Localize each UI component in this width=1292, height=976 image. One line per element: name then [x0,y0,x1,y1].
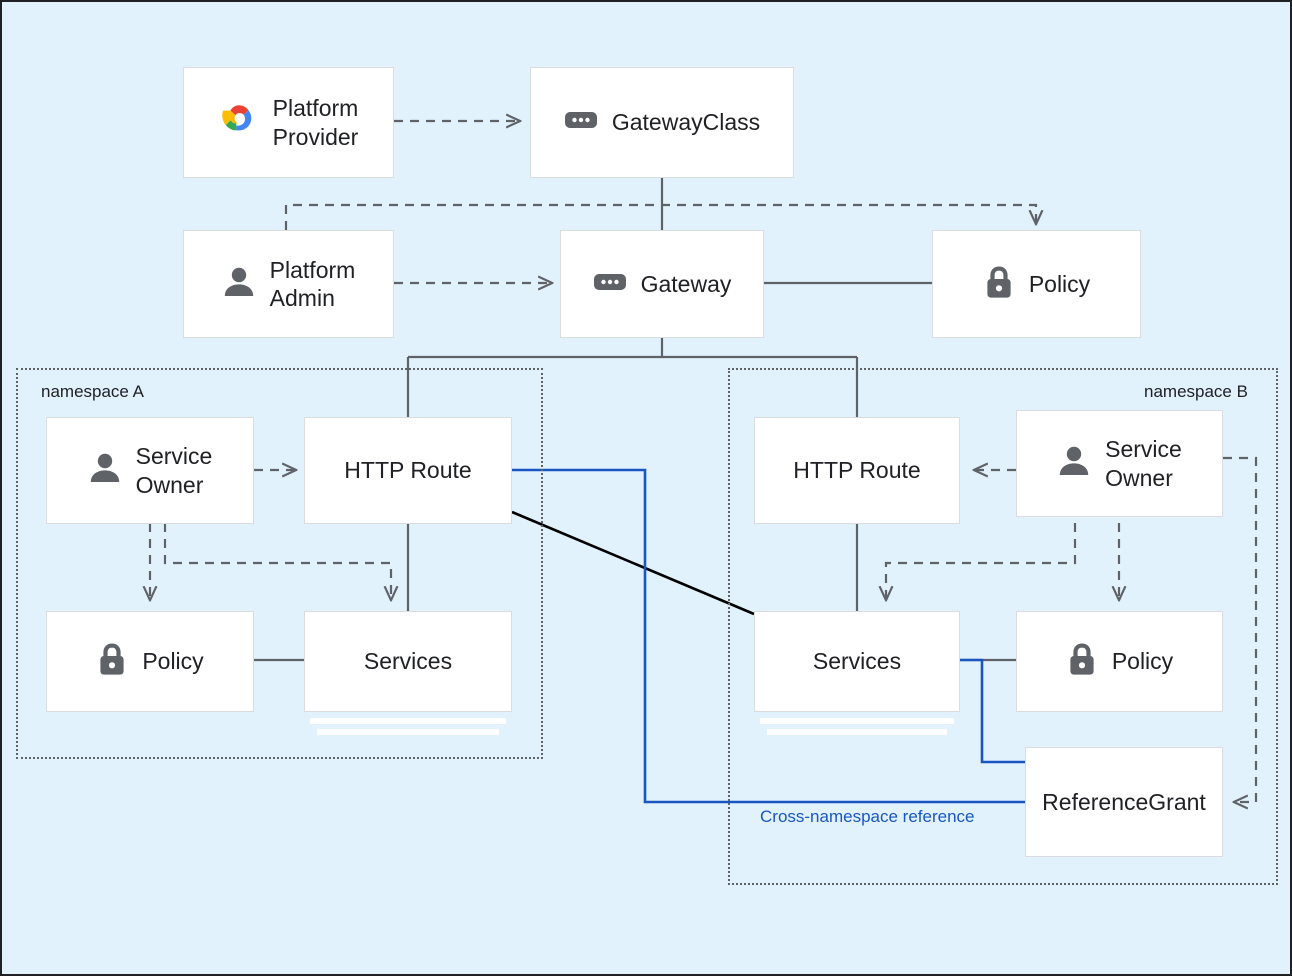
services-a-stack-layer-2 [317,729,499,735]
services-b-stack-layer-1 [760,718,954,724]
node-gateway-label: Gateway [640,270,732,297]
node-policy-top-label: Policy [1028,270,1091,297]
services-a-stack-layer-1 [310,718,506,724]
node-platform-admin-label: Platform Admin [269,256,356,311]
node-policy-b[interactable]: Policy [1016,611,1223,712]
edge-xref-route-a-to-referencegrant [512,468,1025,804]
node-policy-a[interactable]: Policy [46,611,254,712]
namespace-a-boundary [16,368,543,759]
node-http-route-a[interactable]: HTTP Route [304,417,512,524]
node-http-route-b[interactable]: HTTP Route [754,417,960,524]
namespace-a-label: namespace A [41,382,145,401]
node-gateway[interactable]: Gateway [560,230,764,338]
gateway-chip-icon [593,270,627,299]
google-cloud-icon [219,103,259,142]
node-platform-admin[interactable]: Platform Admin [183,230,394,338]
node-policy-b-label: Policy [1111,648,1174,675]
node-gateway-class[interactable]: GatewayClass [530,67,794,178]
person-icon [88,451,122,490]
person-icon [1057,444,1091,483]
edge-admin-to-policy [284,203,1036,230]
namespace-b-boundary [728,368,1278,885]
node-http-route-a-label: HTTP Route [344,457,472,484]
node-policy-top[interactable]: Policy [932,230,1141,338]
edge-owner-b-to-services-b [886,523,1077,600]
node-services-a-label: Services [363,648,453,675]
services-b-stack-layer-2 [767,729,947,735]
lock-icon [96,641,128,682]
node-platform-provider-label: Platform Provider [272,95,359,150]
node-gateway-class-label: GatewayClass [611,109,761,136]
node-platform-provider[interactable]: Platform Provider [183,67,394,178]
edge-gateway-to-routes [406,338,859,417]
node-reference-grant[interactable]: ReferenceGrant [1025,747,1223,857]
node-service-owner-b-label: Service Owner [1105,436,1182,491]
node-services-b[interactable]: Services [754,611,960,712]
node-service-owner-a-label: Service Owner [135,443,213,498]
lock-icon [983,264,1015,305]
edge-owner-b-to-referencegrant [1223,456,1258,802]
edge-xref-services-b-to-referencegrant [960,658,1025,764]
node-services-b-label: Services [812,648,902,675]
node-policy-a-label: Policy [142,648,204,675]
gateway-chip-icon [564,108,598,137]
node-service-owner-a[interactable]: Service Owner [46,417,254,524]
node-reference-grant-label: ReferenceGrant [1042,788,1206,815]
node-services-a[interactable]: Services [304,611,512,712]
edge-route-a-to-services-b [511,510,755,616]
lock-icon [1066,641,1098,682]
namespace-b-label: namespace B [1144,382,1248,401]
node-service-owner-b[interactable]: Service Owner [1016,410,1223,517]
person-icon [222,265,256,304]
node-http-route-b-label: HTTP Route [793,457,921,484]
edge-owner-a-to-services-a [163,523,391,600]
cross-namespace-reference-label: Cross-namespace reference [760,807,975,826]
